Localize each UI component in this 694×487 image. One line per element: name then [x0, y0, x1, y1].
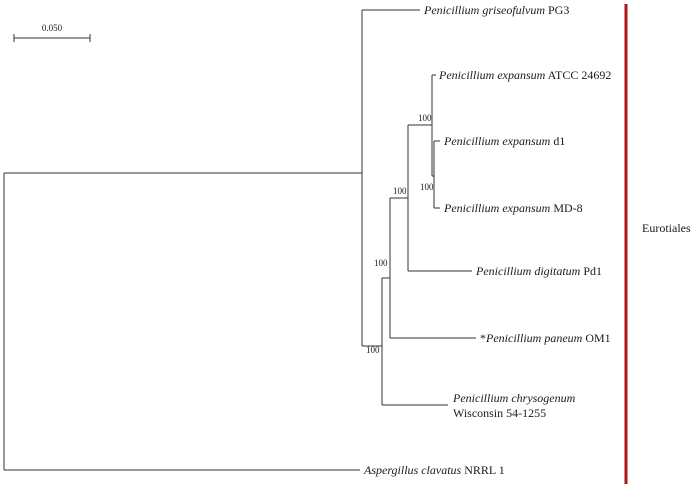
taxon-name: Penicillium digitatum [475, 264, 581, 278]
taxon-name: Penicillium chrysogenum [452, 391, 576, 405]
strain-name: PG3 [545, 3, 569, 17]
taxon-label-expansum-atcc: Penicillium expansum ATCC 24692 [438, 68, 611, 82]
taxon-name: Penicillium paneum [485, 331, 583, 345]
taxon-name: Penicillium expansum [438, 68, 546, 82]
clade-label: Eurotiales [642, 221, 691, 235]
taxon-label-chrysogenum-strain: Wisconsin 54-1255 [453, 406, 546, 420]
strain-name: Pd1 [580, 264, 602, 278]
taxon-label-expansum-d1: Penicillium expansum d1 [443, 134, 565, 148]
taxon-label-expansum-md8: Penicillium expansum MD-8 [443, 201, 583, 215]
taxon-label-clavatus: Aspergillus clavatus NRRL 1 [363, 463, 505, 477]
taxon-label-chrysogenum: Penicillium chrysogenum [452, 391, 576, 405]
strain-name: ATCC 24692 [545, 68, 611, 82]
taxon-label-digitatum: Penicillium digitatum Pd1 [475, 264, 602, 278]
strain-name: MD-8 [550, 201, 582, 215]
taxon-name: Penicillium expansum [443, 201, 551, 215]
taxon-name: Penicillium expansum [443, 134, 551, 148]
taxon-label-griseofulvum: Penicillium griseofulvum PG3 [423, 3, 569, 17]
scale-bar-label: 0.050 [42, 23, 63, 33]
bootstrap-with-paneum: 100 [374, 258, 388, 268]
bootstrap-expansum-digitatum: 100 [393, 186, 407, 196]
strain-name: d1 [550, 134, 565, 148]
scale-bar: 0.050 [13, 23, 91, 42]
strain-name: NRRL 1 [461, 463, 505, 477]
taxon-name: Penicillium griseofulvum [423, 3, 545, 17]
strain-name: OM1 [582, 331, 610, 345]
bootstrap-expansum-clade: 100 [418, 113, 432, 123]
highlight-marker: * [480, 331, 486, 345]
bootstrap-d1-md8: 100 [420, 182, 434, 192]
taxon-label-paneum: *Penicillium paneum OM1 [480, 331, 611, 345]
taxon-name: Aspergillus clavatus [363, 463, 462, 477]
bootstrap-with-chrysogenum: 100 [366, 345, 380, 355]
